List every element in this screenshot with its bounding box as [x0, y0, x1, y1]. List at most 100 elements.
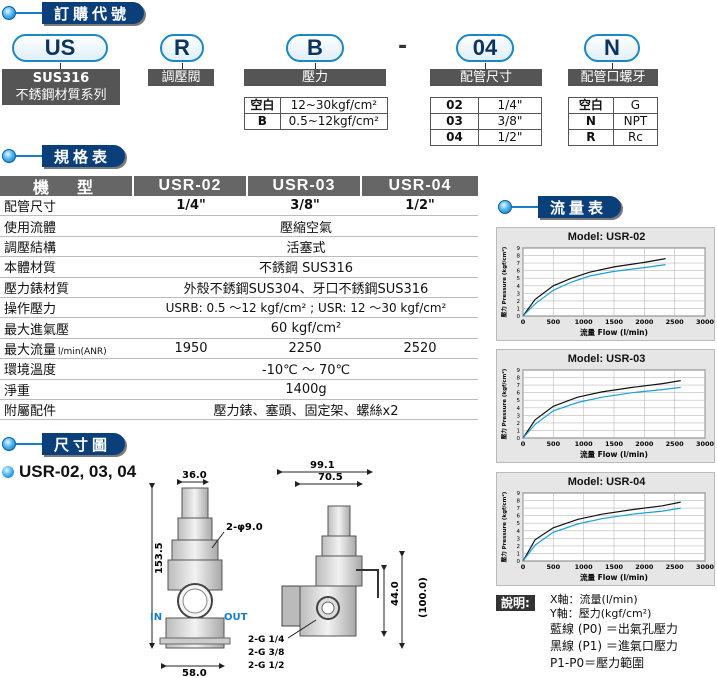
y-tick-label: 4 — [517, 529, 521, 535]
svg-text:36.0: 36.0 — [182, 470, 207, 481]
y-tick-label: 2 — [517, 544, 521, 550]
x-tick-label: 500 — [547, 318, 561, 326]
series-line — [522, 386, 681, 439]
dimension-model-title: USR-02, 03, 04 — [2, 462, 136, 482]
y-axis-label: 壓力 Pressure (kgf/cm²) — [500, 491, 508, 562]
svg-text:2-G 1/2: 2-G 1/2 — [248, 661, 284, 671]
section-title: 流量表 — [538, 196, 622, 218]
section-header-order: 訂購代號 — [2, 2, 145, 24]
y-tick-label: 0 — [517, 436, 521, 442]
x-tick-label: 500 — [547, 440, 561, 448]
note-tag: 說明: — [496, 595, 535, 611]
svg-text:(100.0): (100.0) — [418, 577, 429, 618]
svg-text:44.0: 44.0 — [390, 581, 401, 606]
y-tick-label: 6 — [517, 391, 521, 397]
section-title: 尺寸圖 — [42, 433, 126, 455]
table-row: 環境溫度-10℃ ～ 70℃ — [0, 359, 478, 380]
table-row: 使用流體壓縮空氣 — [0, 216, 478, 237]
section-title: 規格表 — [42, 145, 126, 167]
svg-text:2-G 1/4: 2-G 1/4 — [248, 635, 284, 645]
y-tick-label: 1 — [517, 306, 521, 312]
code-part-thread: N — [584, 34, 640, 62]
y-tick-label: 3 — [517, 413, 521, 419]
chart-title: Model: USR-03 — [567, 353, 646, 365]
x-tick-label: 2500 — [666, 563, 685, 571]
x-tick-label: 3000 — [696, 318, 715, 326]
svg-text:70.5: 70.5 — [318, 472, 343, 483]
code-part-r: R — [160, 34, 204, 62]
y-tick-label: 7 — [517, 506, 521, 512]
table-row: 本體材質不銹鋼 SUS316 — [0, 257, 478, 278]
series-line — [522, 264, 666, 317]
svg-text:99.1: 99.1 — [310, 460, 335, 471]
y-tick-label: 3 — [517, 536, 521, 542]
series-line — [522, 258, 666, 317]
label-thread: 配管口螺牙 — [568, 69, 658, 86]
series-line — [522, 380, 681, 439]
spec-table: 機 型 USR-02 USR-03 USR-04 配管尺寸 1/4" 3/8" … — [0, 176, 478, 421]
y-tick-label: 0 — [517, 559, 521, 565]
x-tick-label: 2500 — [666, 440, 685, 448]
y-tick-label: 5 — [517, 398, 521, 404]
side-view — [281, 505, 379, 637]
x-tick-label: 1500 — [605, 440, 624, 448]
table-row: 壓力錶材質外殼不銹鋼SUS304、牙口不銹鋼SUS316 — [0, 278, 478, 298]
x-tick-label: 1500 — [605, 318, 624, 326]
x-tick-label: 2500 — [666, 318, 685, 326]
series-line — [522, 501, 681, 562]
y-tick-label: 8 — [517, 376, 521, 382]
front-view — [159, 487, 231, 649]
svg-text:OUT: OUT — [224, 612, 248, 623]
x-tick-label: 3000 — [696, 440, 715, 448]
svg-text:IN: IN — [150, 612, 162, 623]
code-part-b: B — [286, 34, 344, 62]
y-tick-label: 1 — [517, 428, 521, 434]
y-tick-label: 5 — [517, 521, 521, 527]
code-part-us: US — [12, 34, 108, 62]
svg-text:153.5: 153.5 — [154, 542, 165, 574]
bullet-icon — [2, 149, 16, 163]
x-tick-label: 0 — [521, 440, 526, 448]
y-tick-label: 3 — [517, 291, 521, 297]
y-tick-label: 2 — [517, 421, 521, 427]
dimension-drawing: 36.0 153.5 58.0 2-φ9.0 IN OUT 99.1 70.5 … — [149, 460, 429, 678]
label-us: SUS316 不銹鋼材質系列 — [2, 69, 120, 105]
x-tick-label: 1000 — [575, 318, 594, 326]
gauge-side — [281, 585, 301, 627]
section-header-flow: 流量表 — [498, 196, 622, 218]
code-part-port: 04 — [456, 34, 514, 62]
label-r: 調壓閥 — [148, 69, 214, 86]
x-tick-label: 1000 — [575, 440, 594, 448]
bullet-icon — [2, 437, 16, 451]
table-row: 附屬配件壓力錶、塞頭、固定架、螺絲x2 — [0, 400, 478, 421]
y-tick-label: 9 — [517, 368, 521, 374]
x-axis-label: 流量 Flow (l/min) — [580, 449, 648, 459]
y-tick-label: 6 — [517, 269, 521, 275]
section-header-size: 尺寸圖 — [2, 433, 126, 455]
y-tick-label: 5 — [517, 276, 521, 282]
y-tick-label: 2 — [517, 299, 521, 305]
y-tick-label: 0 — [517, 314, 521, 320]
label-b: 壓力 — [244, 69, 386, 86]
x-tick-label: 3000 — [696, 563, 715, 571]
svg-text:2-φ9.0: 2-φ9.0 — [226, 522, 263, 533]
x-tick-label: 1000 — [575, 563, 594, 571]
x-axis-label: 流量 Flow (l/min) — [580, 327, 648, 337]
series-line — [522, 507, 681, 562]
x-tick-label: 2000 — [635, 440, 654, 448]
chart-title: Model: USR-02 — [567, 231, 646, 243]
legend-note: X軸：流量(l/min) Y軸：壓力(kgf/cm²) 藍線 (P0) ＝出氣孔… — [550, 593, 678, 670]
bullet-icon — [2, 6, 16, 20]
y-tick-label: 9 — [517, 246, 521, 252]
x-tick-label: 2000 — [635, 318, 654, 326]
svg-text:2-G 3/8: 2-G 3/8 — [248, 648, 284, 658]
y-axis-label: 壓力 Pressure (kgf/cm²) — [500, 368, 508, 439]
